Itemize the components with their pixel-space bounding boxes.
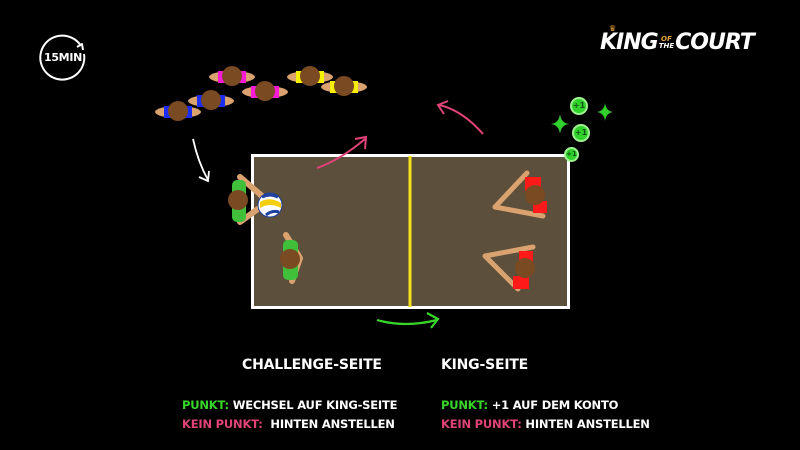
logo-of-the: OF THE [658,34,675,50]
logo-king: KING [600,30,659,55]
point-label: PUNKT: [182,398,229,412]
clock-rotate-icon [39,34,86,81]
timer-label: 15MIN [43,51,83,64]
queue-player-pink-1 [209,66,255,86]
volleyball-icon [257,192,283,218]
plus-one-badge: +1 [572,124,590,142]
challenge-point-rule: PUNKT: WECHSEL AUF KING-SEITE [182,398,397,412]
queue-player-pink-2 [242,81,288,101]
arrow-challenge-to-king-icon [376,312,440,329]
challenge-player-2 [280,232,303,284]
no-point-label: KEIN PUNKT: [182,417,263,431]
plus-one-badge: +1 [570,97,588,115]
queue-player-yellow-2 [321,76,367,96]
no-point-label: KEIN PUNKT: [441,417,522,431]
king-player-1 [492,170,547,219]
king-side-title: KING-SEITE [441,357,529,373]
point-text: WECHSEL AUF KING-SEITE [232,398,398,412]
king-point-rule: PUNKT: +1 AUF DEM KONTO [441,398,618,412]
king-of-the-court-logo: ♛ KING OF THE COURT [600,24,755,55]
no-point-text: HINTEN ANSTELLEN [270,417,395,431]
arrow-challenge-to-queue-icon [316,135,368,169]
crown-icon: ♛ [609,24,616,33]
queue-player-blue-2 [188,90,234,110]
arrow-queue-to-court-icon [192,138,210,183]
sparkle-icon [597,103,613,121]
challenge-player-server [228,174,283,225]
player-queue [155,66,367,121]
challenge-no-point-rule: KEIN PUNKT: HINTEN ANSTELLEN [182,417,395,431]
point-text: +1 AUF DEM KONTO [491,398,619,412]
queue-player-yellow-1 [287,66,333,86]
challenge-side-title: CHALLENGE-SEITE [242,357,382,373]
point-label: PUNKT: [441,398,488,412]
logo-court: COURT [675,30,755,55]
plus-one-badge: +1 [564,147,579,162]
timer-15min: 15MIN [37,32,89,84]
king-player-2 [482,244,536,292]
queue-player-blue-1 [155,101,201,121]
no-point-text: HINTEN ANSTELLEN [525,417,650,431]
sparkle-icon [551,114,569,134]
arrow-king-to-queue-icon [436,100,484,135]
king-no-point-rule: KEIN PUNKT: HINTEN ANSTELLEN [441,417,650,431]
